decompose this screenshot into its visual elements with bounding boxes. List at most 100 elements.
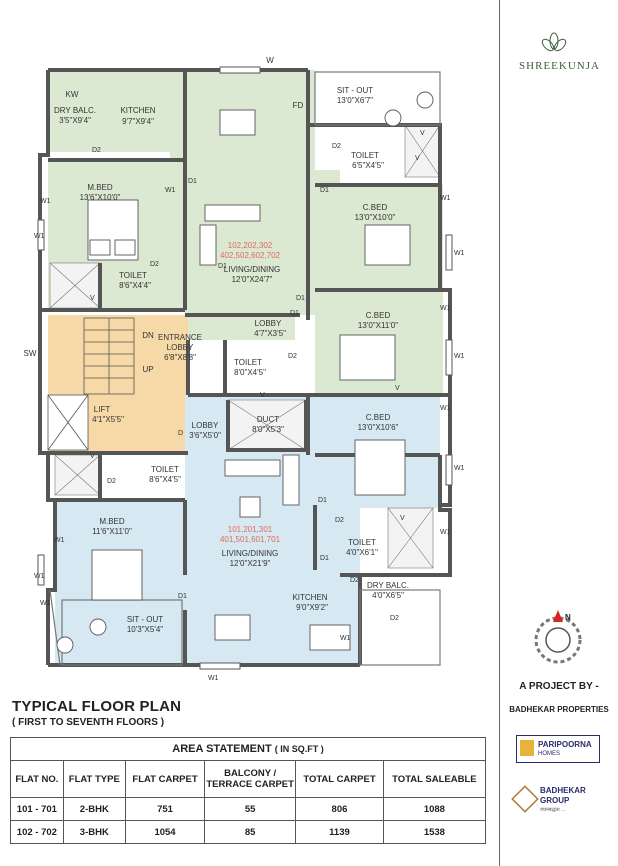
- label-toilet-tl-size: 8'6"X4'4": [119, 281, 151, 290]
- window-tag: W1: [40, 600, 51, 607]
- table-row: 101 - 701 2-BHK 751 55 806 1088: [10, 797, 487, 821]
- table-row: 102 - 702 3-BHK 1054 85 1139 1538: [10, 820, 487, 844]
- label-w-top: W: [266, 56, 274, 65]
- door-tag: D1: [296, 295, 305, 302]
- window-tag: W1: [454, 353, 465, 360]
- door-tag: D2: [288, 353, 297, 360]
- label-kitchen-bottom-size: 9'0"X9'2": [296, 603, 328, 612]
- developer-name: BADHEKAR PROPERTIES: [509, 705, 609, 714]
- label-lift-size: 4'1"X5'5": [92, 415, 124, 424]
- label-mbed-bottom: M.BED: [99, 517, 125, 526]
- walls: [38, 68, 452, 667]
- label-living-top-size: 12'0"X24'7": [232, 275, 273, 284]
- table-cell: 1088: [382, 797, 487, 821]
- badhekar-logo: BADHEKAR GROUP वचनबद्धता ...: [511, 782, 604, 822]
- label-toilet-c-size: 8'0"X4'5": [234, 368, 266, 377]
- badhekar-tagline: वचनबद्धता ...: [540, 807, 566, 813]
- label-toilet-tr: TOILET: [351, 151, 379, 160]
- table-cell: 1139: [295, 820, 384, 844]
- brand-name: SHREEKUNJA: [519, 60, 600, 72]
- balcony-outlines: [49, 71, 441, 666]
- badhekar-name: BADHEKAR: [540, 786, 586, 795]
- vent-tag: V: [395, 385, 400, 392]
- door-tag: D2: [335, 517, 344, 524]
- table-cell: 3-BHK: [62, 820, 126, 844]
- label-flat-no-bottom-1: 101,201,301: [228, 525, 273, 534]
- paripoorna-name: PARIPOORNA: [538, 740, 592, 749]
- door-tag: D1: [218, 263, 227, 270]
- label-fd: FD: [293, 101, 304, 110]
- door-tag: D2: [150, 261, 159, 268]
- col-header: TOTAL CARPET: [295, 760, 384, 798]
- vent-tag: V: [90, 453, 95, 460]
- label-dry-balc-bottom: DRY BALC.: [367, 581, 409, 590]
- vent-tag: V: [90, 295, 95, 302]
- paripoorna-logo-icon: [520, 740, 534, 756]
- area-statement-table: AREA STATEMENT ( IN SQ.FT ) FLAT NO. FLA…: [10, 737, 487, 844]
- label-mbed-bottom-size: 11'6"X11'0": [92, 527, 132, 536]
- area-statement-title: AREA STATEMENT ( IN SQ.FT ): [10, 737, 486, 761]
- vent-tag: V: [415, 155, 420, 162]
- window-tag: W1: [440, 405, 451, 412]
- door-tag: D1: [290, 310, 299, 317]
- shaft-hatch: [49, 124, 441, 569]
- window-tag: W1: [454, 465, 465, 472]
- shreekunja-logo-icon: [541, 32, 567, 52]
- vent-tag: V: [420, 130, 425, 137]
- label-sitout-top: SIT - OUT: [337, 86, 373, 95]
- label-toilet-tl: TOILET: [119, 271, 147, 280]
- label-toilet-tr-size: 6'5"X4'5": [352, 161, 384, 170]
- label-entrance-1: ENTRANCE: [158, 333, 202, 342]
- label-kitchen-top: KITCHEN: [120, 106, 155, 115]
- window-markers: [37, 66, 453, 670]
- badhekar-group: GROUP: [540, 796, 570, 805]
- label-flat-no-bottom-2: 401,501,601,701: [220, 535, 281, 544]
- label-mbed-top: M.BED: [87, 183, 113, 192]
- window-tag: W1: [440, 529, 451, 536]
- furniture: [56, 91, 434, 654]
- door-tag: D2: [390, 615, 399, 622]
- table-cell: 1054: [124, 820, 206, 844]
- label-cbed-3-size: 13'0"X10'6": [358, 423, 399, 432]
- window-tag: W1: [440, 305, 451, 312]
- label-lobby-2-size: 3'6"X5'0": [189, 431, 221, 440]
- table-cell: 85: [204, 820, 297, 844]
- label-kitchen-bottom: KITCHEN: [292, 593, 327, 602]
- project-by-label: A PROJECT BY -: [519, 681, 599, 692]
- window-tag: W1: [40, 198, 51, 205]
- door-tag: D1: [318, 497, 327, 504]
- table-cell: 101 - 701: [10, 797, 64, 821]
- label-living-top: LIVING/DINING: [224, 265, 280, 274]
- label-dry-balc-top-size: 3'5"X9'4": [59, 116, 91, 125]
- col-header: FLAT CARPET: [124, 760, 206, 798]
- label-lobby-2: LOBBY: [192, 421, 219, 430]
- window-tag: W1: [34, 573, 45, 580]
- window-tag: W1: [440, 195, 451, 202]
- table-cell: 1538: [382, 820, 487, 844]
- window-tag: W1: [34, 233, 45, 240]
- compass-n-label: N: [565, 613, 571, 622]
- label-living-bottom-size: 12'0"X21'9": [230, 559, 271, 568]
- label-entrance-size: 6'8"X8'8": [164, 353, 196, 362]
- label-living-bottom: LIVING/DINING: [222, 549, 278, 558]
- table-cell: 806: [295, 797, 384, 821]
- window-tag: W1: [165, 187, 176, 194]
- door-tag: D2: [107, 478, 116, 485]
- door-tag: D2: [332, 143, 341, 150]
- window-tag: W1: [54, 537, 65, 544]
- label-flat-no-top-1: 102,202,302: [228, 241, 273, 250]
- table-cell: 751: [124, 797, 206, 821]
- window-tag: W1: [340, 635, 351, 642]
- label-lift: LIFT: [94, 405, 111, 414]
- label-kw: KW: [66, 90, 79, 99]
- label-lobby-small-size: 4'7"X3'5": [254, 329, 286, 338]
- label-duct-size: 8'0"X5'3": [252, 425, 284, 434]
- window-tag: W1: [208, 675, 219, 682]
- label-cbed-1: C.BED: [363, 203, 388, 212]
- table-header-row: FLAT NO. FLAT TYPE FLAT CARPET BALCONY /…: [10, 760, 487, 798]
- room-labels: KW DRY BALC. 3'5"X9'4" KITCHEN 9'7"X9'4"…: [24, 56, 409, 634]
- label-toilet-br-size: 4'0"X6'1": [346, 548, 378, 557]
- staircase: [47, 317, 135, 451]
- door-tag: D2: [350, 577, 359, 584]
